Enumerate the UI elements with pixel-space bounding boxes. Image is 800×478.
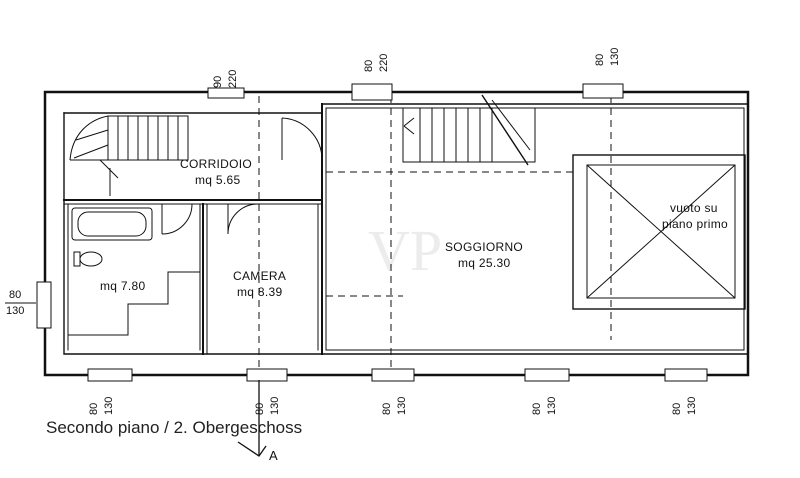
staircase-left [69, 115, 189, 196]
staircase-right [402, 94, 536, 166]
dim-bottom-2-2: 130 [269, 397, 281, 415]
dim-bottom-5-1: 80 [671, 403, 683, 415]
dim-left-2: 130 [6, 305, 24, 317]
bath-door [161, 203, 193, 235]
room-camera-name: CAMERA [233, 269, 286, 283]
window-bottom-3 [371, 368, 415, 382]
room-vuoto-line2: piano primo [662, 217, 728, 231]
room-corridoio-name: CORRIDOIO [180, 157, 252, 171]
window-bottom-1 [87, 368, 133, 382]
dashed-lines [75, 96, 612, 380]
room-corridoio-area: mq 5.65 [195, 173, 240, 187]
dim-top-middle-2: 220 [378, 54, 390, 72]
dim-bottom-2-1: 80 [254, 403, 266, 415]
void-opening [572, 154, 746, 310]
room-soggiorno-name: SOGGIORNO [445, 240, 523, 254]
room-bagno-area: mq 7.80 [100, 279, 145, 293]
window-bottom-5 [664, 368, 708, 382]
section-marker-letter: A [269, 448, 278, 463]
dim-bottom-3-2: 130 [396, 397, 408, 415]
section-marker [237, 380, 267, 457]
dimension-labels: 90 220 80 220 80 130 80 130 80 130 80 13… [5, 48, 698, 415]
window-left [36, 281, 52, 329]
window-top-right [582, 83, 624, 99]
window-top-middle [351, 83, 393, 101]
bathtub [71, 207, 153, 241]
bath-partition [68, 271, 200, 336]
dim-bottom-3-1: 80 [381, 403, 393, 415]
windows [36, 83, 708, 382]
camera-door [227, 203, 259, 235]
dim-bottom-4-2: 130 [546, 397, 558, 415]
window-bottom-4 [524, 368, 570, 382]
corridor-door [281, 117, 323, 161]
dim-left-1: 80 [9, 289, 21, 301]
walls [43, 90, 750, 377]
watermark: VP [368, 218, 442, 283]
dim-bottom-4-1: 80 [531, 403, 543, 415]
dim-top-middle-1: 80 [363, 60, 375, 72]
dim-top-left-1: 90 [212, 76, 224, 88]
window-bottom-2 [246, 368, 288, 382]
plan-caption: Secondo piano / 2. Obergeschoss [46, 418, 303, 437]
dim-bottom-1-2: 130 [103, 397, 115, 415]
room-camera-area: mq 8.39 [237, 285, 282, 299]
dim-top-right-2: 130 [609, 48, 621, 66]
dim-bottom-1-1: 80 [88, 403, 100, 415]
toilet [73, 251, 103, 267]
room-vuoto-line1: vuoto su [670, 201, 718, 215]
dim-top-left-2: 220 [227, 70, 239, 88]
dim-bottom-5-2: 130 [686, 397, 698, 415]
room-soggiorno-area: mq 25.30 [458, 256, 510, 270]
dim-top-right-1: 80 [594, 54, 606, 66]
window-top-left [207, 87, 245, 99]
